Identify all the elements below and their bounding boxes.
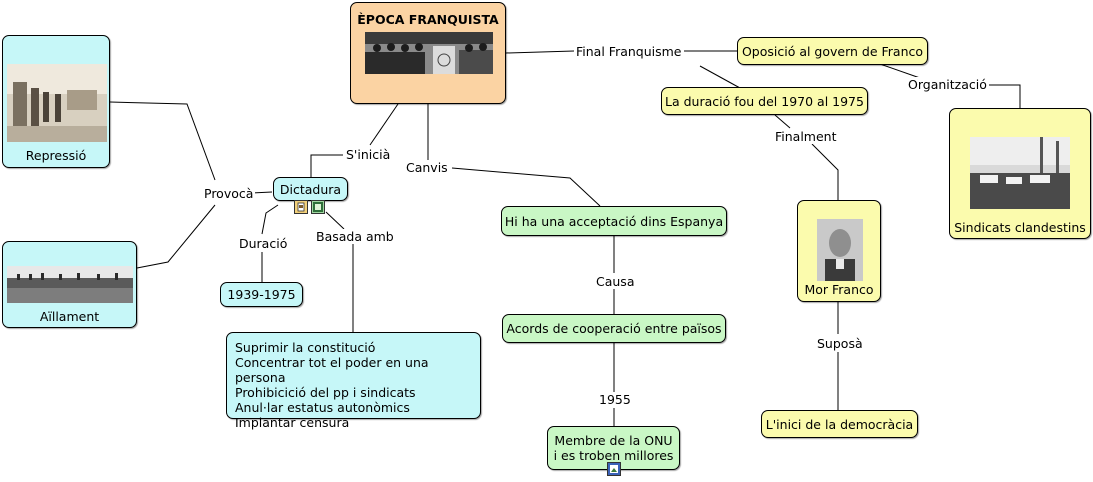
link-finalment: Finalment (773, 129, 839, 144)
onu-label-line1: Membre de la ONU (554, 433, 673, 448)
democracia-node[interactable]: L'inici de la democràcia (761, 410, 918, 438)
link-final: Final Franquisme (574, 44, 684, 59)
repressio-photo (7, 64, 107, 142)
link-provoca: Provocà (202, 186, 256, 201)
mesura-item: Prohibicició del pp i sindicats (235, 385, 416, 400)
sindicats-label: Sindicats clandestins (954, 220, 1086, 235)
photo-icon[interactable] (294, 200, 308, 214)
franco-portrait (817, 219, 863, 281)
sindicats-node[interactable]: Sindicats clandestins (949, 108, 1091, 239)
aillament-node[interactable]: Aïllament (2, 241, 137, 328)
acceptacio-node[interactable]: Hi ha una acceptació dins Espanya (501, 206, 727, 236)
link-canvis: Canvis (404, 160, 450, 175)
acords-label: Acords de cooperació entre països (506, 321, 722, 336)
repressio-label: Repressió (25, 148, 87, 163)
durada-label: La duració fou del 1970 al 1975 (665, 93, 864, 109)
link-1955: 1955 (597, 392, 633, 407)
democracia-label: L'inici de la democràcia (765, 416, 914, 432)
acceptacio-label: Hi ha una acceptació dins Espanya (504, 213, 724, 229)
mor-franco-node[interactable]: Mor Franco (797, 200, 881, 302)
mesura-item: Suprimir la constitució (235, 340, 376, 355)
onu-label-line2: i es troben millores (553, 448, 674, 463)
mesura-item: Anul·lar estatus autonòmics (235, 400, 410, 415)
anys-label: 1939-1975 (227, 287, 296, 302)
mesura-item: Concentrar tot el poder en una persona (235, 355, 429, 385)
aillament-photo (7, 266, 133, 303)
oposicio-node[interactable]: Oposició al govern de Franco (737, 37, 928, 65)
mor-franco-label: Mor Franco (804, 282, 874, 297)
acords-node[interactable]: Acords de cooperació entre països (502, 314, 726, 343)
repressio-node[interactable]: Repressió (2, 35, 110, 168)
aillament-label: Aïllament (39, 309, 100, 324)
dictadura-node[interactable]: Dictadura (273, 177, 348, 201)
mesures-node[interactable]: Suprimir la constitució Concentrar tot e… (226, 332, 481, 430)
mesures-list: Suprimir la constitució Concentrar tot e… (227, 333, 480, 430)
link-sinicia: S'inicià (344, 147, 393, 162)
franco-rally-photo (365, 32, 493, 74)
anys-node[interactable]: 1939-1975 (220, 282, 303, 307)
link-basada: Basada amb (314, 229, 396, 244)
oposicio-label: Oposició al govern de Franco (741, 43, 924, 59)
title-label: ÈPOCA FRANQUISTA (357, 12, 499, 27)
image-icon[interactable] (607, 462, 621, 476)
link-causa: Causa (594, 274, 637, 289)
durada-node[interactable]: La duració fou del 1970 al 1975 (661, 87, 868, 115)
title-node[interactable]: ÈPOCA FRANQUISTA (350, 2, 506, 104)
sindicats-photo (970, 137, 1070, 209)
link-duracio: Duració (237, 236, 290, 251)
mesura-item: Implantar censura (235, 415, 350, 430)
link-suposa: Suposà (815, 336, 865, 351)
dictadura-label: Dictadura (279, 181, 342, 197)
film-icon[interactable] (311, 200, 325, 214)
link-organitzacio: Organització (906, 77, 989, 92)
